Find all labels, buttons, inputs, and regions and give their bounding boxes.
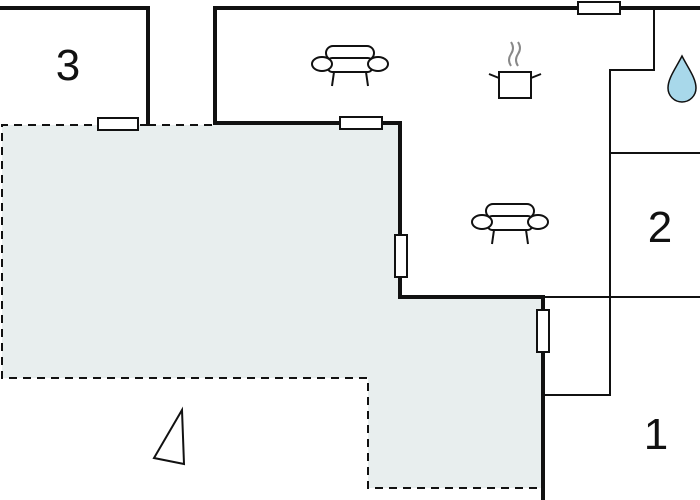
- room-2-label: 2: [647, 203, 673, 252]
- terrace-area: [2, 125, 543, 488]
- water-drop-icon: [667, 54, 697, 103]
- window: [97, 117, 139, 131]
- living-room-inner-wall: [215, 121, 545, 500]
- window: [339, 116, 383, 130]
- bathroom-wall: [543, 8, 655, 396]
- living-room-walls: [213, 6, 700, 125]
- window: [536, 309, 550, 353]
- room-3-walls: [0, 6, 150, 125]
- cooking-pot-icon: [488, 41, 542, 99]
- north-arrow-icon: [152, 406, 186, 466]
- window: [577, 1, 621, 15]
- window: [394, 234, 408, 278]
- terrace-dashed-outline: [1, 124, 543, 489]
- room-3-label: 3: [55, 41, 81, 90]
- sofa-icon: [471, 203, 549, 245]
- room-1-label: 1: [643, 410, 669, 459]
- sofa-icon: [311, 45, 389, 87]
